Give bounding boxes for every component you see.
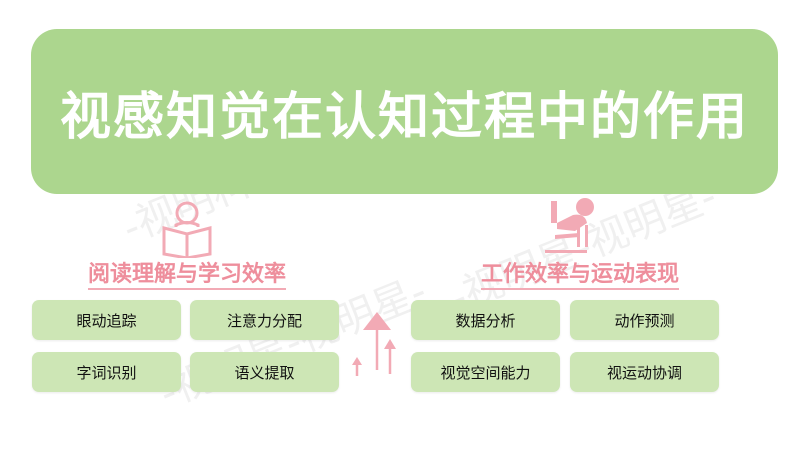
left-heading: 阅读理解与学习效率	[87, 262, 287, 290]
left-item: 眼动追踪	[32, 300, 181, 340]
left-item: 字词识别	[32, 352, 181, 392]
left-item: 语义提取	[190, 352, 339, 392]
right-item: 视运动协调	[570, 352, 719, 392]
right-item: 数据分析	[411, 300, 560, 340]
left-item: 注意力分配	[190, 300, 339, 340]
person-at-desk-icon	[545, 198, 594, 253]
right-item: 视觉空间能力	[411, 352, 560, 392]
page-title: 视感知觉在认知过程中的作用	[59, 87, 749, 147]
right-item: 动作预测	[570, 300, 719, 340]
person-reading-icon	[162, 201, 212, 258]
up-arrows-icon	[352, 312, 396, 376]
title-banner: 视感知觉在认知过程中的作用	[31, 29, 778, 194]
right-heading: 工作效率与运动表现	[480, 262, 680, 290]
